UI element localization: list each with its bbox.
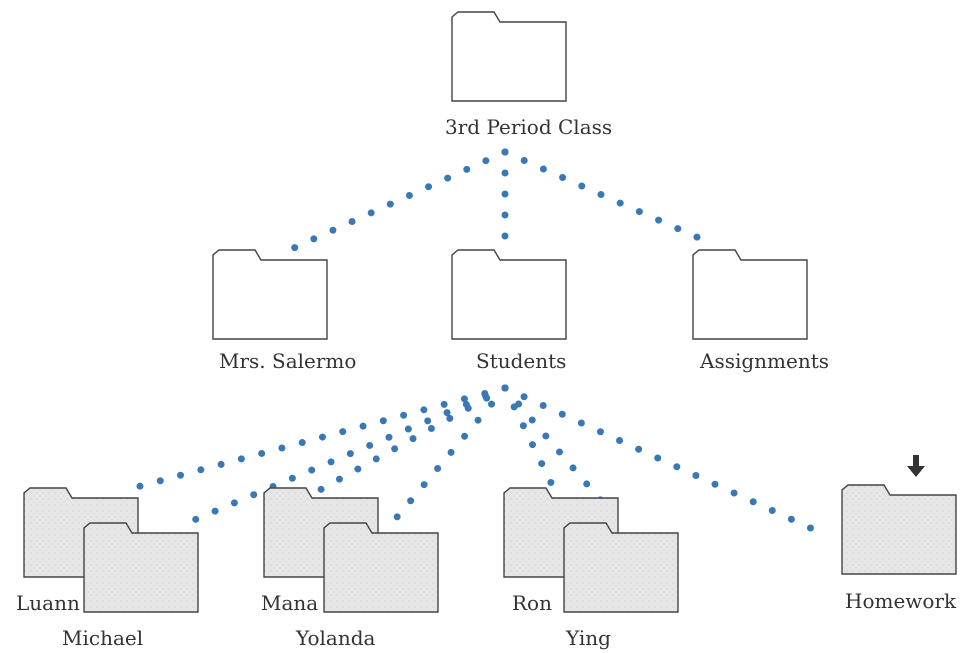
ying-folder-body [563,522,679,613]
connector-root-to-teacher [281,148,509,256]
connector-students-to-yolanda [388,384,509,527]
folder-label-yolanda[interactable]: Yolanda [296,626,376,650]
connector-students-to-homework [501,384,832,540]
connector-students-to-mana [314,384,509,495]
root-folder-icon[interactable] [451,11,567,102]
michael-folder-body [83,522,199,613]
yolanda-folder-icon[interactable] [323,522,439,613]
teacher-folder-icon[interactable] [212,249,328,340]
homework-folder-body [841,484,957,575]
folder-label-luann[interactable]: Luann [16,591,80,615]
folder-label-mrs-salermo[interactable]: Mrs. Salermo [219,349,357,373]
folder-label-homework[interactable]: Homework [845,589,957,613]
connector-students-to-michael [176,384,509,530]
yolanda-folder-body [323,522,439,613]
connector-students-to-luann [118,384,509,495]
folder-label-ron[interactable]: Ron [512,591,552,615]
teacher-folder-body [212,249,328,340]
connector-students-to-ron [501,384,559,495]
michael-folder-icon[interactable] [83,522,199,613]
assignments-folder-icon[interactable] [692,249,808,340]
folder-icons [23,11,957,613]
folder-label-mana[interactable]: Mana [261,591,319,615]
ying-folder-icon[interactable] [563,522,679,613]
folder-label-students[interactable]: Students [476,349,567,373]
root-folder-body [451,11,567,102]
connector-lines [118,148,832,540]
folder-label-michael[interactable]: Michael [62,626,144,650]
homework-folder-icon[interactable] [841,455,957,575]
students-folder-icon[interactable] [451,249,567,340]
students-folder-body [451,249,567,340]
assignments-folder-body [692,249,808,340]
folder-label-assignments[interactable]: Assignments [700,349,830,373]
connector-root-to-assignments [501,148,712,246]
folder-label-3rd-period-class[interactable]: 3rd Period Class [445,115,613,139]
down-arrow-icon [907,455,925,477]
folder-label-ying[interactable]: Ying [566,626,611,650]
